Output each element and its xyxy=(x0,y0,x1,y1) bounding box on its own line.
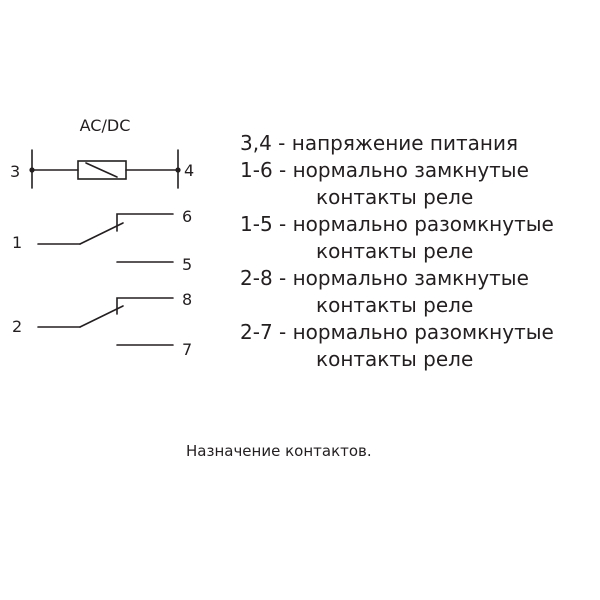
contact-legend: 3,4 - напряжение питания 1-6 - нормально… xyxy=(240,130,554,373)
contact-6-bracket xyxy=(116,213,174,232)
terminal-7-label: 7 xyxy=(182,340,192,359)
legend-supply: 3,4 - напряжение питания xyxy=(240,131,519,155)
terminal-4-label: 4 xyxy=(184,161,194,180)
terminal-6-label: 6 xyxy=(182,207,192,226)
legend-2-8-cont: контакты реле xyxy=(316,293,474,317)
switch-2-blade xyxy=(79,305,124,328)
supply-label: AC/DC xyxy=(80,116,131,135)
switch-1-blade xyxy=(79,222,124,245)
terminal-8-label: 8 xyxy=(182,290,192,309)
terminal-3-node xyxy=(29,167,35,173)
relay-coil-icon xyxy=(77,160,127,180)
terminal-3-label: 3 xyxy=(10,162,20,181)
legend-1-6: 1-6 - нормально замкнутые xyxy=(240,158,529,182)
legend-1-6-cont: контакты реле xyxy=(316,185,474,209)
terminal-1-label: 1 xyxy=(12,233,22,252)
contact-8-bracket xyxy=(116,297,174,315)
terminal-2-label: 2 xyxy=(12,317,22,336)
terminal-5-label: 5 xyxy=(182,255,192,274)
terminal-4-node xyxy=(175,167,181,173)
legend-1-5: 1-5 - нормально разомкнутые xyxy=(240,212,554,236)
legend-1-5-cont: контакты реле xyxy=(316,239,474,263)
coil-diagonal xyxy=(85,162,118,178)
legend-2-7-cont: контакты реле xyxy=(316,347,474,371)
legend-2-8: 2-8 - нормально замкнутые xyxy=(240,266,529,290)
legend-2-7: 2-7 - нормально разомкнутые xyxy=(240,320,554,344)
diagram-caption: Назначение контактов. xyxy=(186,442,372,460)
